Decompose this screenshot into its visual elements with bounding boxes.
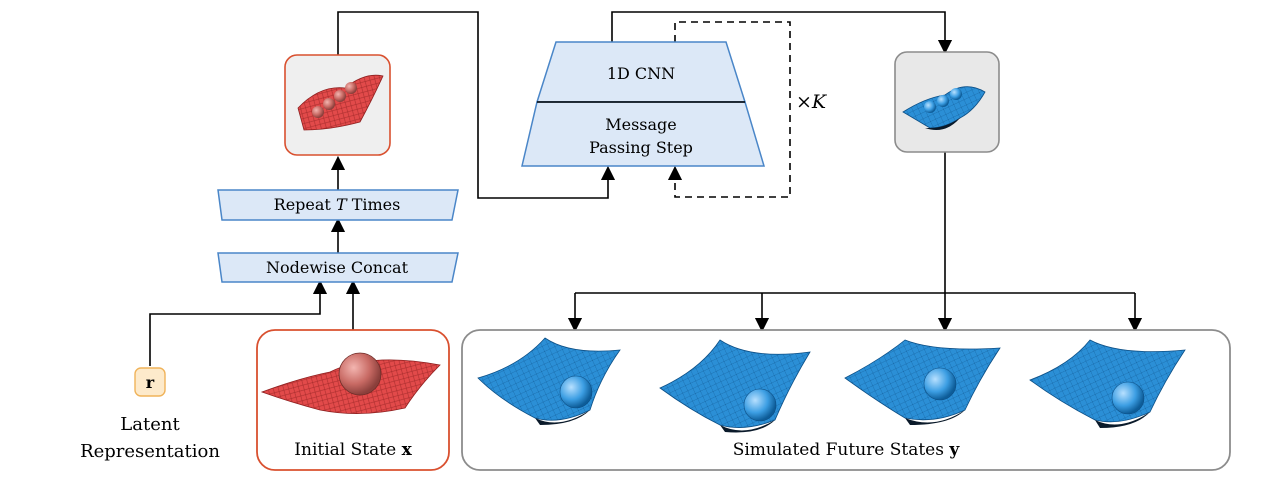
message-label-line2: Passing Step [589,138,693,157]
loop-count-label: ×K [796,91,828,113]
initial-state-var: x [402,440,413,460]
message-label-line1: Message [605,115,677,134]
connector-latent-to-concat [149,279,328,366]
processor-block: 1D CNN Message Passing Step [521,41,766,167]
connectors [149,11,1143,366]
svg-text:Repeat T Times: Repeat T Times [274,195,401,214]
concat-label: Nodewise Concat [266,258,409,277]
initial-state-label: Initial State [294,440,396,460]
output-state-panel [894,51,1000,153]
svg-text:Initial State x: Initial State x [294,440,412,460]
cnn-label: 1D CNN [607,64,675,83]
future-state-3 [844,339,1001,425]
future-states-label: Simulated Future States [733,440,944,460]
initial-state-panel: Initial State x [256,329,450,471]
repeat-block: Repeat T Times [217,189,459,221]
loop-dashed-connector [667,21,791,198]
latent-symbol: r [146,373,155,392]
connector-repeat-to-message [337,11,616,199]
repeat-label: Repeat [274,195,332,214]
future-state-4 [1029,339,1186,428]
repeat-suffix: Times [352,195,401,214]
concat-block: Nodewise Concat [217,252,459,283]
latent-label-line2: Representation [80,441,220,462]
repeat-var: T [336,195,348,214]
future-state-2 [659,339,811,433]
latent-representation: r Latent Representation [80,367,220,462]
connector-cnn-to-output [611,11,953,55]
future-states-var: y [948,440,960,460]
latent-label-line1: Latent [120,414,180,435]
svg-text:Simulated Future States: Simulated Future States y [733,440,961,460]
repeated-state-panel [284,54,391,156]
future-state-1 [477,337,621,425]
future-states-panel: Simulated Future States y [461,329,1231,471]
